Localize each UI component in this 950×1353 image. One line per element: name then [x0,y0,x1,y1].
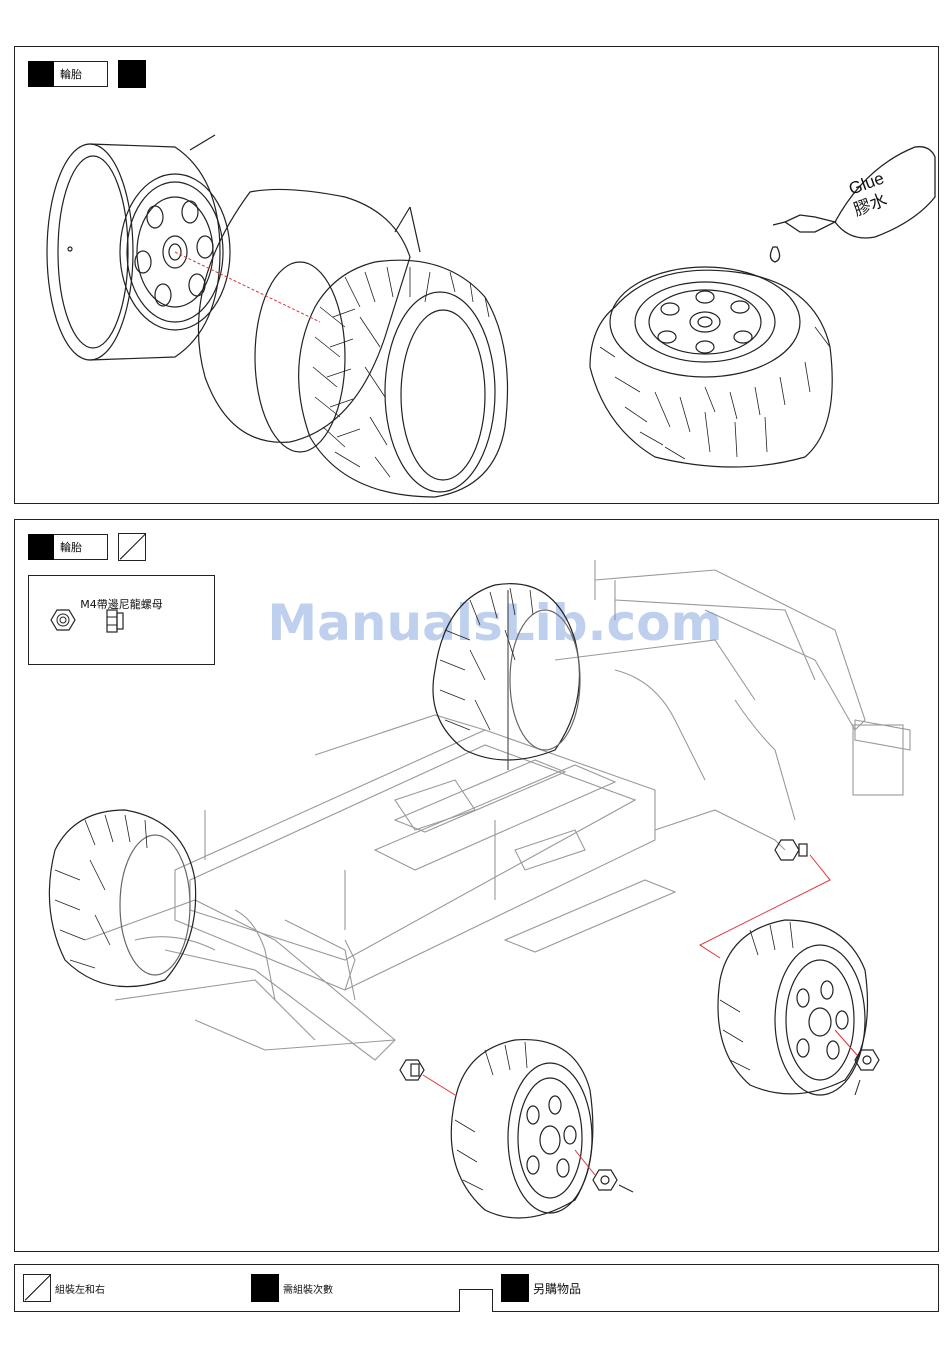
legend-repeat-label: 需組裝次數 [283,1281,333,1296]
left-right-icon [23,1274,51,1302]
wheel-rim-drawing [47,135,230,360]
step-tire-glue-panel: 輪胎 [14,46,939,504]
tire-glue-illustration: Glue 膠水 [15,47,938,503]
repeat-count-icon [251,1274,279,1302]
nut-hub-left [400,1060,424,1080]
legend-repeat: 需組裝次數 [251,1274,333,1302]
chassis-assembly-illustration: ManualsLib.com [15,520,938,1251]
glued-tire-drawing [590,267,832,467]
legend-purchase: 另購物品 [501,1274,581,1302]
legend-left-right: 組裝左和右 [23,1274,105,1302]
purchase-icon [501,1274,529,1302]
tire-front-left [49,810,195,987]
tire-front-right [451,1040,593,1218]
watermark-text: ManualsLib.com [267,594,722,652]
step-mount-tires-panel: 輪胎 M4帶邊尼龍螺母 [14,519,939,1252]
legend-left-right-label: 組裝左和右 [55,1281,105,1296]
legend-purchase-label: 另購物品 [533,1280,581,1297]
tire-drawing [299,260,508,497]
nut-wheel-front [593,1170,617,1190]
legend-tab [459,1289,493,1312]
tire-rear-left [718,920,868,1095]
nut-hub-right [775,840,807,860]
red-guide-lines [423,855,857,1175]
